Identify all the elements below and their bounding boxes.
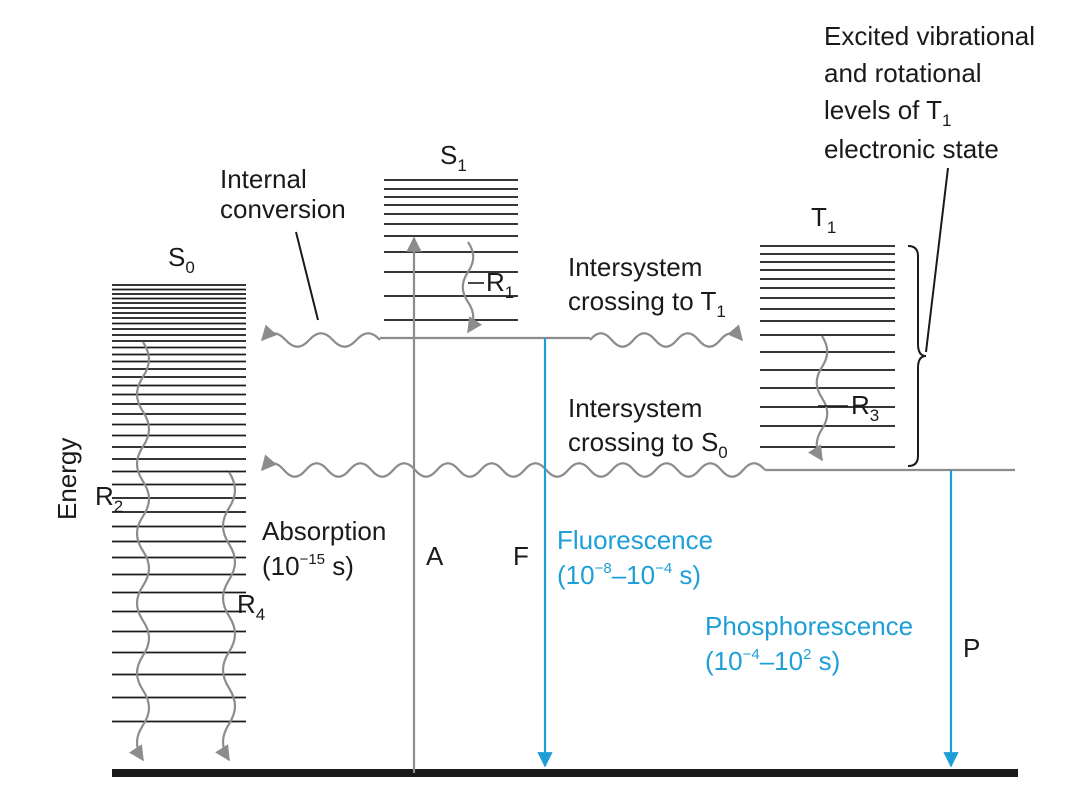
s1-label: S1: [440, 140, 467, 175]
r3-label: R3: [851, 390, 879, 425]
t1-label: T1: [811, 202, 836, 237]
r2-label: R2: [95, 481, 123, 516]
arrow-f-label: F: [513, 541, 529, 571]
internal-conversion-wave-arrow: [260, 324, 381, 348]
intersystem-crossing-s0-wave-arrow: [261, 454, 766, 478]
s1-vibrational-levels: [384, 179, 518, 321]
r4-relaxation-wave-arrow: [215, 471, 237, 762]
r3-relaxation-wave-arrow: [808, 335, 829, 462]
phosphorescence-label: Phosphorescence (10−4–102 s): [705, 611, 920, 676]
r4-label: R4: [237, 589, 265, 624]
t1-vibrational-levels: [760, 245, 895, 448]
arrow-a-label: A: [426, 541, 444, 571]
isc-s0-label: Intersystem crossing to S0: [568, 393, 728, 462]
isc-t1-label: Intersystem crossing to T1: [568, 252, 726, 321]
arrow-p-label: P: [963, 633, 980, 663]
t1-excited-levels-brace: [907, 245, 927, 467]
fluorescence-label: Fluorescence (10−8–10−4 s): [557, 525, 720, 590]
internal-conversion-label: Internal conversion: [220, 164, 346, 224]
r2-relaxation-wave-arrow: [128, 341, 151, 762]
r1-label: R1: [486, 267, 514, 302]
r1-relaxation-wave-arrow: [461, 241, 483, 334]
intersystem-crossing-t1-wave-arrow: [589, 324, 743, 348]
s0-label: S0: [168, 242, 195, 277]
internal-conversion-pointer: [295, 231, 319, 321]
excited-levels-label: Excited vibrational and rotational level…: [824, 21, 1042, 164]
absorption-label: Absorption (10−15 s): [262, 516, 394, 581]
excited-levels-pointer: [925, 167, 949, 353]
energy-axis-label: Energy: [52, 438, 82, 520]
